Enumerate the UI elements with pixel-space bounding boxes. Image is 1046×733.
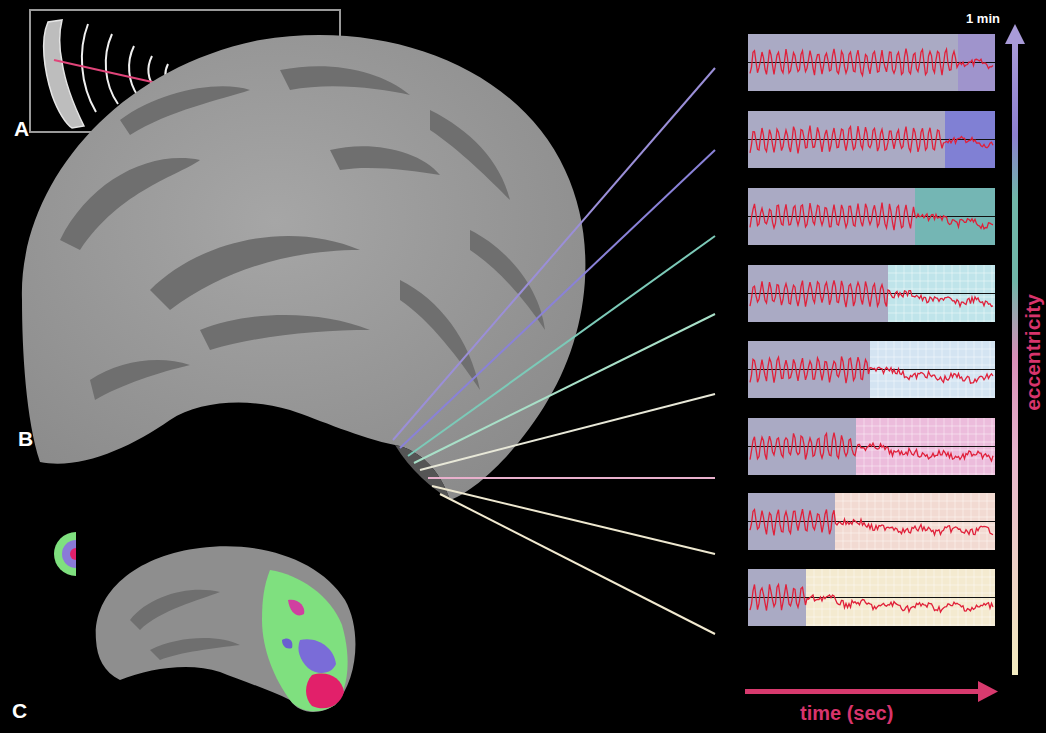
panel-ground bbox=[748, 418, 995, 475]
bold-timecourse bbox=[750, 509, 993, 535]
grid-line bbox=[870, 397, 995, 398]
grid-line bbox=[856, 458, 995, 459]
grid-line bbox=[870, 373, 995, 374]
grid-line bbox=[870, 389, 995, 390]
bold-timecourse bbox=[750, 281, 993, 308]
brain-medial-view bbox=[22, 35, 586, 500]
brain-retinotopic-map bbox=[96, 546, 356, 712]
baseline bbox=[748, 369, 995, 370]
grid-line bbox=[835, 549, 995, 550]
bold-timecourse bbox=[750, 203, 993, 231]
bold-timecourse bbox=[750, 357, 993, 384]
grid-line bbox=[888, 313, 995, 314]
grid-line bbox=[856, 474, 995, 475]
grid-line bbox=[856, 466, 995, 467]
cortex-strip bbox=[44, 20, 84, 128]
grid-line bbox=[856, 434, 995, 435]
panel-ground bbox=[748, 265, 995, 322]
grid-line bbox=[888, 273, 995, 274]
bold-timecourse bbox=[750, 49, 993, 76]
scale-label: 1 min bbox=[966, 12, 1000, 25]
baseline bbox=[748, 597, 995, 598]
grid-line bbox=[835, 509, 995, 510]
grid-line bbox=[870, 349, 995, 350]
panel-ground bbox=[748, 111, 995, 168]
grid-line bbox=[835, 533, 995, 534]
axis-title: time (sec) bbox=[800, 703, 893, 723]
panel-ground bbox=[748, 493, 995, 550]
panel-letter: C bbox=[12, 700, 27, 721]
grid-line bbox=[835, 501, 995, 502]
baseline bbox=[748, 521, 995, 522]
grid-line bbox=[888, 305, 995, 306]
timecourse-panels bbox=[748, 34, 995, 626]
panel-letter: B bbox=[18, 428, 33, 449]
grid-line bbox=[870, 365, 995, 366]
panel-letter: A bbox=[14, 118, 29, 139]
panel-ground bbox=[748, 569, 995, 626]
axis-title: eccentricity bbox=[1021, 294, 1042, 411]
grid-line bbox=[835, 517, 995, 518]
bold-timecourse bbox=[750, 584, 993, 612]
grid-line bbox=[835, 541, 995, 542]
grid-line bbox=[806, 585, 995, 586]
bold-timecourse bbox=[750, 126, 993, 154]
grid-line bbox=[888, 297, 995, 298]
grid-line bbox=[888, 281, 995, 282]
grid-line bbox=[888, 289, 995, 290]
leader-lines bbox=[393, 68, 715, 634]
panel-ground bbox=[748, 188, 995, 245]
bold-timecourse bbox=[750, 433, 993, 461]
grid-line bbox=[856, 442, 995, 443]
grid-line bbox=[888, 321, 995, 322]
grid-line bbox=[806, 601, 995, 602]
grid-line bbox=[856, 426, 995, 427]
grid-line bbox=[806, 617, 995, 618]
visual-field-legend bbox=[54, 532, 76, 576]
panel-ground bbox=[748, 34, 995, 91]
grid-line bbox=[856, 450, 995, 451]
time-arrow bbox=[745, 681, 998, 702]
grid-line bbox=[806, 625, 995, 626]
grid-line bbox=[806, 577, 995, 578]
grid-line bbox=[870, 357, 995, 358]
panel-ground bbox=[748, 341, 995, 398]
grid-line bbox=[806, 593, 995, 594]
